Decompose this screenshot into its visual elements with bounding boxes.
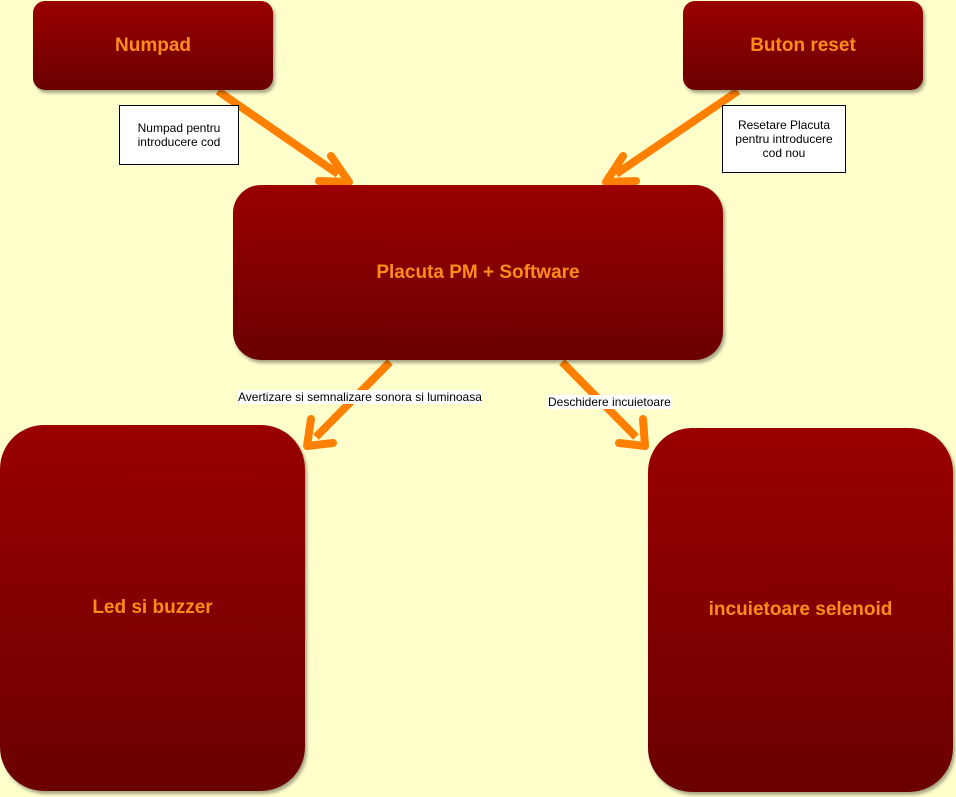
note-reset[interactable]: Resetare Placuta pentru introducere cod … (722, 105, 846, 173)
note-numpad[interactable]: Numpad pentru introducere cod (119, 105, 239, 165)
arrowhead-led (303, 415, 337, 450)
node-numpad-label: Numpad (115, 34, 191, 56)
arrowhead-lock (615, 415, 649, 450)
node-led-buzzer[interactable]: Led si buzzer (0, 425, 305, 791)
node-incuietoare[interactable]: incuietoare selenoid (648, 428, 953, 792)
arrow-numpad-to-board (215, 87, 341, 178)
node-buton-reset-label: Buton reset (750, 34, 856, 56)
note-numpad-text: Numpad pentru introducere cod (137, 121, 221, 149)
node-buton-reset[interactable]: Buton reset (683, 1, 923, 90)
edge-label-lock: Deschidere incuietoare (548, 395, 671, 409)
arrowhead-reset (602, 152, 640, 186)
arrow-reset-to-board (613, 87, 741, 178)
edge-label-led: Avertizare si semnalizare sonora si lumi… (238, 390, 482, 404)
node-numpad[interactable]: Numpad (33, 1, 273, 90)
note-reset-text: Resetare Placuta pentru introducere cod … (735, 118, 833, 160)
node-placuta-pm-label: Placuta PM + Software (376, 261, 580, 283)
node-placuta-pm[interactable]: Placuta PM + Software (233, 185, 723, 360)
node-incuietoare-label: incuietoare selenoid (708, 599, 893, 620)
node-led-buzzer-label: Led si buzzer (92, 597, 213, 618)
arrowhead-numpad (315, 152, 353, 186)
